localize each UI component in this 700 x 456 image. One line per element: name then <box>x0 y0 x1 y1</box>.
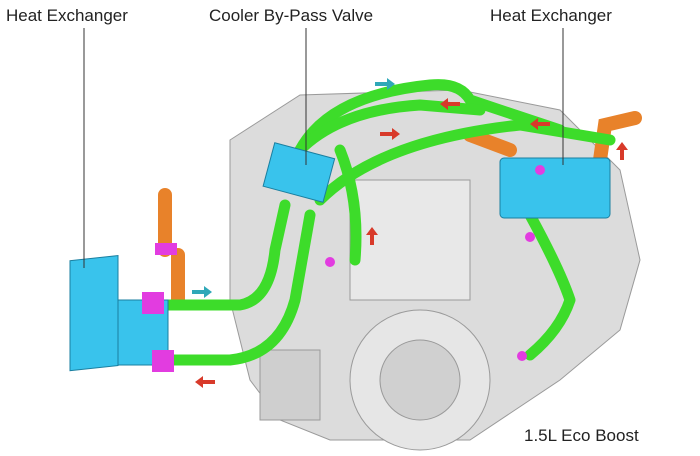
cooler-bypass-valve <box>262 142 336 203</box>
label-left-heat-exchanger: Heat Exchanger <box>6 6 128 25</box>
label-engine: 1.5L Eco Boost <box>524 426 639 445</box>
leader-lines <box>83 28 564 268</box>
hoses <box>158 111 642 307</box>
fittings <box>142 165 545 372</box>
label-right-heat-exchanger: Heat Exchanger <box>490 6 612 25</box>
right-heat-exchanger <box>499 157 611 219</box>
cooler-pipes <box>154 79 616 366</box>
label-cooler-bypass-valve: Cooler By-Pass Valve <box>209 6 374 25</box>
flow-arrows <box>192 78 628 388</box>
